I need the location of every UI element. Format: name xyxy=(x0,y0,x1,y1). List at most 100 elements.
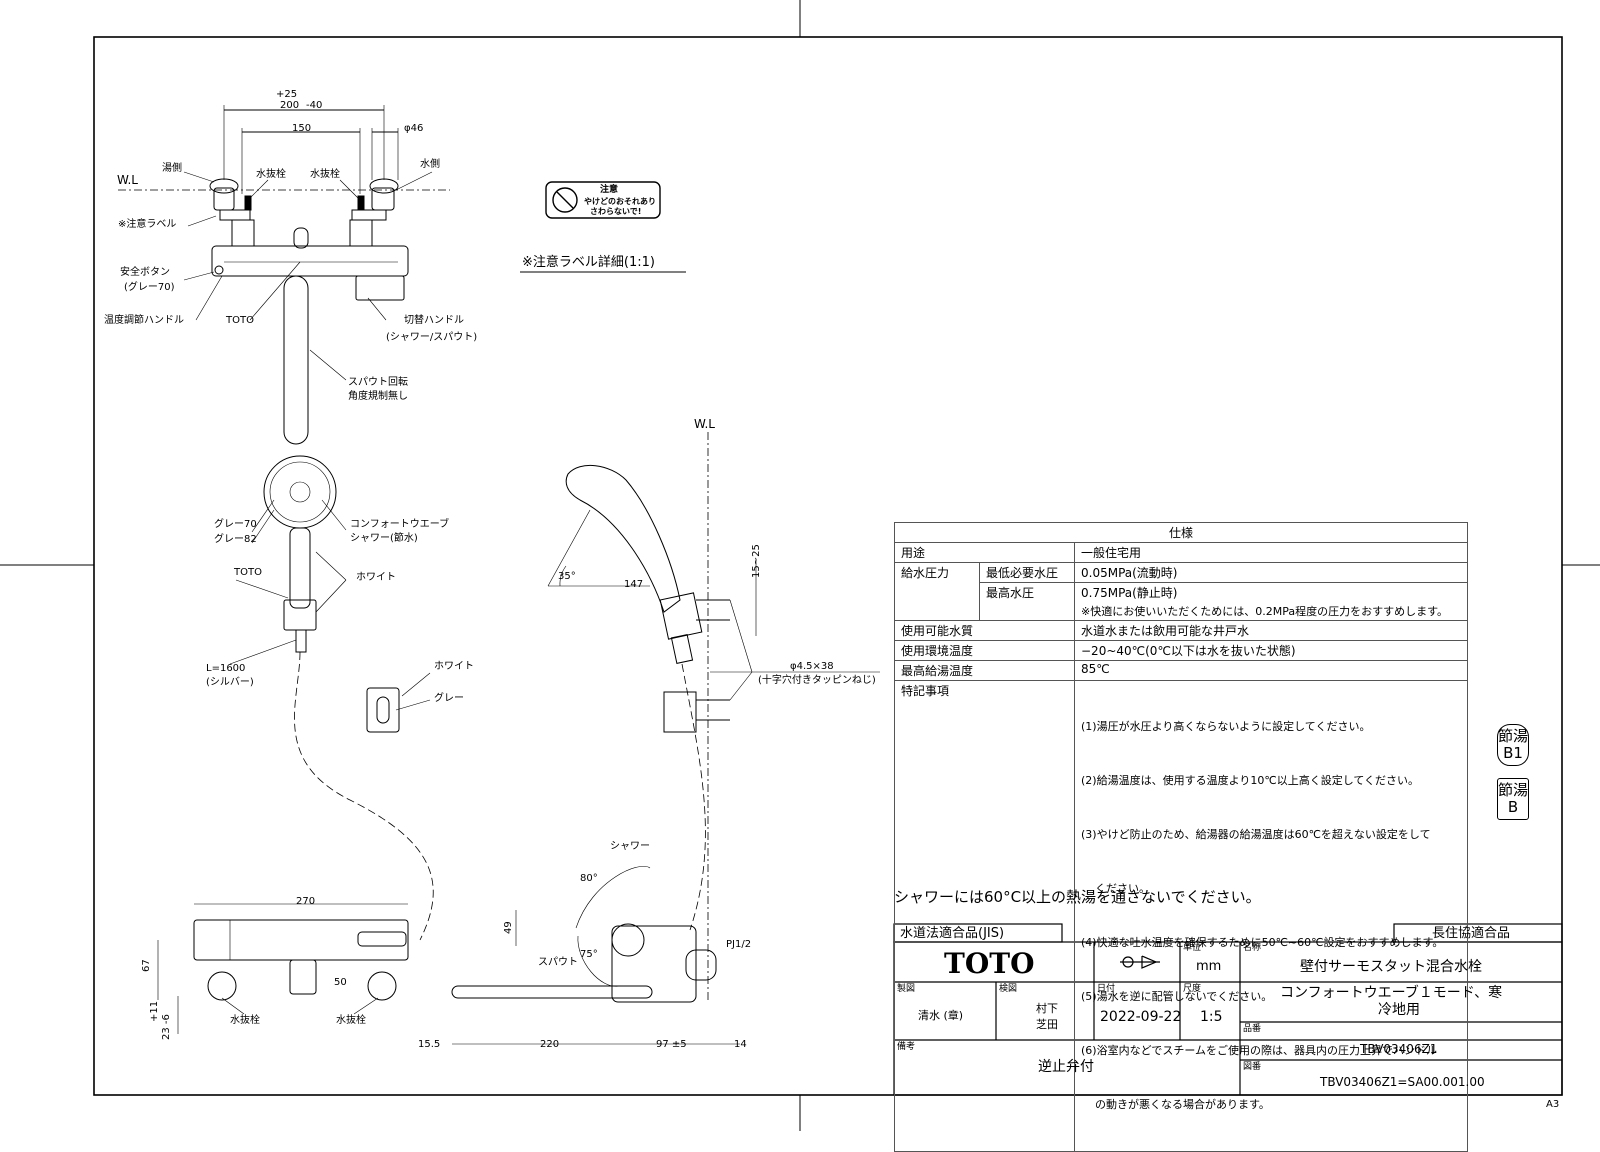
spout-side-view xyxy=(451,866,740,1045)
caution-title: 注意 xyxy=(600,185,619,195)
spec-note-item: ください。 xyxy=(1081,882,1150,895)
dim-67: 67 xyxy=(141,959,152,972)
spec-min-value: 0.05MPa(流動時) xyxy=(1074,562,1468,583)
label-caution-label: ※注意ラベル xyxy=(118,219,177,230)
dim-14: 14 xyxy=(734,1039,747,1050)
label-switch-handle-sub: (シャワー/スパウト) xyxy=(386,332,478,343)
spec-water-value: 水道水または飲用可能な井戸水 xyxy=(1074,620,1468,641)
top-view-faucet xyxy=(118,105,450,445)
water-saving-badge-b: 節湯 B xyxy=(1497,778,1529,820)
spec-max-label: 最高水圧 xyxy=(979,582,1075,621)
label-safety-button: 安全ボタン xyxy=(120,267,170,278)
badge-b1-top: 節湯 xyxy=(1498,727,1529,745)
label-shower-name2: シャワー(節水) xyxy=(350,533,418,544)
badge-b1-bottom: B1 xyxy=(1503,744,1523,762)
spec-use-value: 一般住宅用 xyxy=(1074,542,1468,563)
label-gray82: グレー82 xyxy=(214,534,257,545)
scale-label: 尺度 xyxy=(1183,984,1202,994)
label-shower-toto: TOTO xyxy=(234,567,262,578)
label-hose-length: L=1600 xyxy=(206,663,246,674)
choju-compliance: 長住協適合品 xyxy=(1432,926,1511,941)
dim-220: 220 xyxy=(540,1039,560,1050)
product-series: コンフォートウエーブ１モード、寒 xyxy=(1280,985,1503,1001)
label-front-drain-right: 水抜栓 xyxy=(336,1015,366,1026)
drawing-number-label: 図番 xyxy=(1243,1062,1262,1072)
spec-notes-cell: (1)湯圧が水圧より高くならないように設定してください。 (2)給湯温度は、使用… xyxy=(1074,680,1468,1152)
dim-49: 49 xyxy=(503,921,514,934)
label-drain-right: 水抜栓 xyxy=(310,169,340,180)
dim-15-5: 15.5 xyxy=(418,1039,441,1050)
spec-pressure-note: ※快適にお使いいただくためには、0.2MPa程度の圧力をおすすめします。 xyxy=(1074,602,1468,621)
checked-label: 検図 xyxy=(999,984,1018,994)
caution-detail-caption: ※注意ラベル詳細(1:1) xyxy=(522,255,655,270)
label-hose-color: (シルバー) xyxy=(206,677,254,688)
spec-water-label: 使用可能水質 xyxy=(894,620,1075,641)
label-pj: PJ1/2 xyxy=(726,939,752,950)
dim-angle-50: 50 xyxy=(334,977,347,988)
front-view-faucet xyxy=(157,903,409,1034)
product-series-cont: 冷地用 xyxy=(1378,1002,1420,1018)
unit-value: mm xyxy=(1196,959,1222,974)
label-cold-side: 水側 xyxy=(420,159,440,170)
dim-angle-80: 80° xyxy=(580,873,598,884)
spec-pressure-label: 給水圧力 xyxy=(894,562,980,621)
unit-label: 単位 xyxy=(1183,943,1202,953)
label-spout-rotation: スパウト回転 xyxy=(348,377,408,388)
spec-title: 仕様 xyxy=(894,522,1468,543)
dim-23: 23 -6 xyxy=(161,1014,172,1040)
spec-hot-label: 最高給湯温度 xyxy=(894,660,1075,681)
dim-150: 150 xyxy=(292,123,312,134)
spec-note-item: (6)浴室内などでスチームをご使用の際は、器具内の圧力上昇でハンドル xyxy=(1081,1044,1438,1057)
label-shower-position: シャワー xyxy=(610,841,650,852)
part-number: TBV03406Z1 xyxy=(1360,1042,1438,1056)
remark-label: 備考 xyxy=(897,1042,916,1052)
checked-by-2: 芝田 xyxy=(1036,1018,1058,1031)
drawn-by: 清水 (章) xyxy=(918,1009,964,1022)
label-gray70: グレー70 xyxy=(214,519,257,530)
caution-line2: さわらないで! xyxy=(590,207,642,216)
spec-env-label: 使用環境温度 xyxy=(894,640,1075,661)
spec-max-value: 0.75MPa(静止時) xyxy=(1074,582,1468,602)
label-hot-side: 湯側 xyxy=(162,163,182,174)
caution-line1: やけどのおそれあり xyxy=(584,197,656,206)
dim-angle-75: 75° xyxy=(580,949,598,960)
paper-size: A3 xyxy=(1546,1099,1560,1110)
spec-table: 仕様 用途一般住宅用 給水圧力 最低必要水圧 0.05MPa(流動時) 最高水圧… xyxy=(894,522,1468,1152)
shower-holder xyxy=(366,672,431,733)
hot-water-warning: シャワーには60°C以上の熱湯を通さないでください。 xyxy=(894,888,1261,906)
side-view-shower xyxy=(547,432,880,1000)
water-level-label: W.L xyxy=(117,173,138,187)
dim-tol-plus-11: +11 xyxy=(149,1000,160,1022)
label-safety-button-color: (グレー70) xyxy=(124,282,175,293)
spec-notes-label: 特記事項 xyxy=(894,680,1075,1152)
dim-offset: 15~25 xyxy=(751,544,762,578)
dim-diameter: φ46 xyxy=(404,123,424,134)
spec-use-label: 用途 xyxy=(894,542,1075,563)
spec-env-value: −20~40℃(0℃以下は水を抜いた状態) xyxy=(1074,640,1468,661)
remark-value: 逆止弁付 xyxy=(1038,1059,1094,1075)
label-shower-white: ホワイト xyxy=(356,572,396,583)
label-temp-handle: 温度調節ハンドル xyxy=(104,315,184,326)
part-label: 品番 xyxy=(1243,1024,1262,1034)
dim-reach-147: 147 xyxy=(624,579,644,590)
spec-hot-value: 85℃ xyxy=(1074,660,1468,681)
label-switch-handle: 切替ハンドル xyxy=(404,315,464,326)
product-name: 壁付サーモスタット混合水栓 xyxy=(1300,959,1482,975)
dim-270: 270 xyxy=(296,896,316,907)
date-label: 日付 xyxy=(1097,984,1116,994)
side-wl-label: W.L xyxy=(694,417,715,431)
label-shower-name1: コンフォートウエーブ xyxy=(350,519,450,530)
label-holder-gray: グレー xyxy=(434,693,464,704)
label-holder-white: ホワイト xyxy=(434,661,474,672)
dim-tol-plus: +25 xyxy=(276,89,298,100)
name-label: 名称 xyxy=(1243,943,1262,953)
badge-b-top: 節湯 xyxy=(1498,781,1529,799)
drawn-label: 製図 xyxy=(897,984,916,994)
label-spout-position: スパウト xyxy=(538,957,578,968)
label-screw-sub: (十字穴付きタッピンねじ) xyxy=(758,675,876,686)
spec-note-item: (3)やけど防止のため、給湯器の給湯温度は60℃を超えない設定をして xyxy=(1081,828,1431,841)
spec-note-item: の動きが悪くなる場合があります。 xyxy=(1081,1098,1270,1111)
spec-note-item: (1)湯圧が水圧より高くならないように設定してください。 xyxy=(1081,720,1371,733)
label-front-drain-left: 水抜栓 xyxy=(230,1015,260,1026)
water-saving-badge-b1: 節湯 B1 xyxy=(1497,724,1529,766)
